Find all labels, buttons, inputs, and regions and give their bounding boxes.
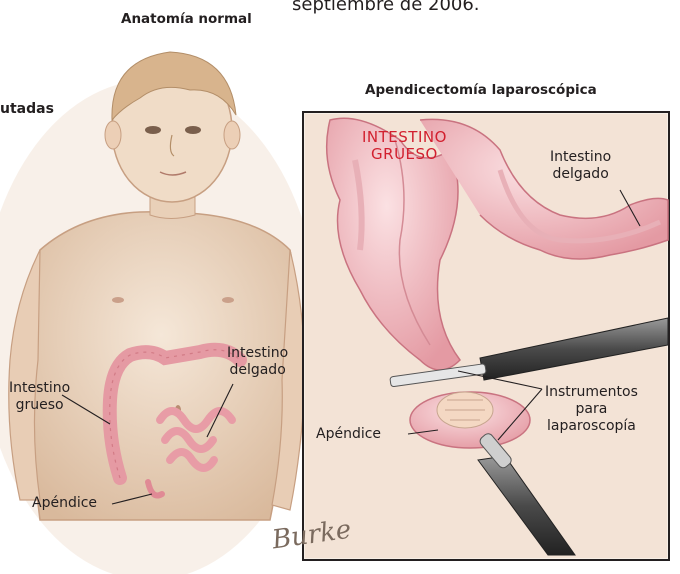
laparoscopic-title: Apendicectomía laparoscópica (365, 82, 597, 99)
top-caption-fragment: septiembre de 2006. (292, 0, 480, 14)
label-appendix-laparoscopic: Apéndice (316, 426, 381, 443)
label-appendix-normal: Apéndice (32, 495, 97, 512)
label-laparoscopy-instruments: Instrumentos para laparoscopía (545, 384, 638, 435)
label-large-intestine-laparoscopic: INTESTINO GRUESO (362, 129, 447, 163)
label-large-intestine-normal: Intestino grueso (9, 380, 70, 414)
normal-anatomy-title: Anatomía normal (121, 11, 252, 28)
left-heading-fragment: utadas (0, 101, 54, 118)
laparoscopic-panel (303, 112, 669, 560)
label-small-intestine-laparoscopic: Intestino delgado (550, 149, 611, 183)
label-small-intestine-normal: Intestino delgado (227, 345, 288, 379)
